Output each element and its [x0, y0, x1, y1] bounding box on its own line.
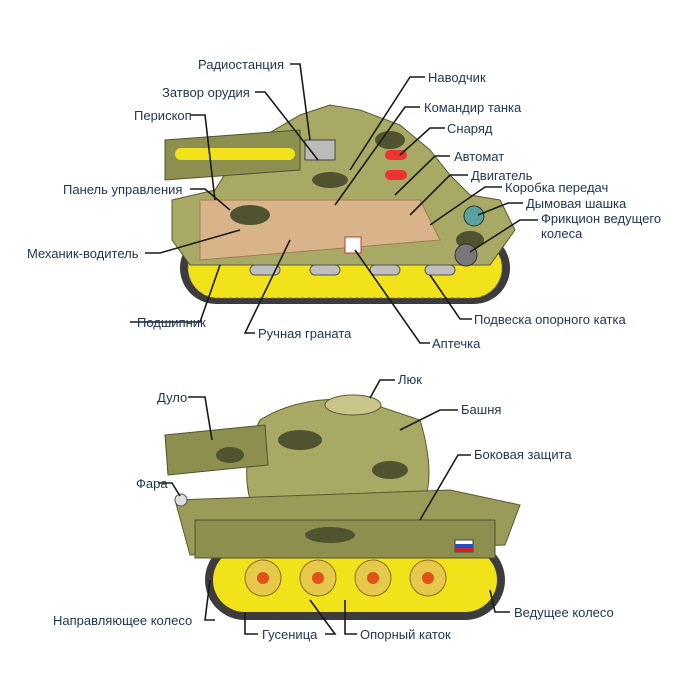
bottom-barrel	[164, 424, 269, 476]
label-headlight: Фара	[136, 476, 168, 491]
label-smoke: Дымовая шашка	[526, 196, 627, 211]
label-driver: Механик-водитель	[27, 246, 139, 261]
label-barrel: Дуло	[157, 390, 188, 405]
label-gearbox: Коробка передач	[505, 180, 609, 195]
label-commander: Командир танка	[424, 100, 522, 115]
bottom-turret	[246, 398, 430, 501]
label-breech: Затвор орудия	[162, 85, 250, 100]
label-road-wheel: Опорный каток	[360, 627, 451, 642]
label-drive-wheel: Ведущее колесо	[514, 605, 614, 620]
label-side-armor: Боковая защита	[474, 447, 572, 462]
label-clutch-line2: колеса	[541, 226, 583, 241]
leader-lines	[130, 63, 538, 635]
first-aid-shape	[344, 236, 362, 254]
label-gunner: Наводчик	[428, 70, 486, 85]
label-suspension: Подвеска опорного катка	[474, 312, 626, 327]
clutch-gear	[454, 243, 478, 267]
label-control-panel: Панель управления	[63, 182, 183, 197]
smoke-shape	[463, 205, 485, 227]
bottom-tank	[164, 394, 521, 620]
top-tank	[164, 104, 516, 304]
label-bearing: Подшипник	[137, 315, 206, 330]
label-first-aid: Аптечка	[432, 336, 481, 351]
headlight-shape	[174, 493, 188, 507]
label-engine: Двигатель	[471, 168, 533, 183]
label-rifle: Автомат	[454, 149, 505, 164]
label-idler: Направляющее колесо	[53, 613, 193, 628]
label-grenade: Ручная граната	[258, 326, 352, 341]
label-periscope: Перископ	[134, 108, 192, 123]
label-shell: Снаряд	[447, 121, 493, 136]
top-gun-slot	[175, 148, 295, 160]
label-hatch: Люк	[398, 372, 422, 387]
bottom-hatch	[324, 394, 382, 416]
label-clutch-line1: Фрикцион ведущего	[541, 211, 662, 226]
radio-shape	[304, 139, 336, 161]
label-track: Гусеница	[262, 627, 318, 642]
label-radio: Радиостанция	[198, 57, 285, 72]
label-turret: Башня	[461, 402, 502, 417]
